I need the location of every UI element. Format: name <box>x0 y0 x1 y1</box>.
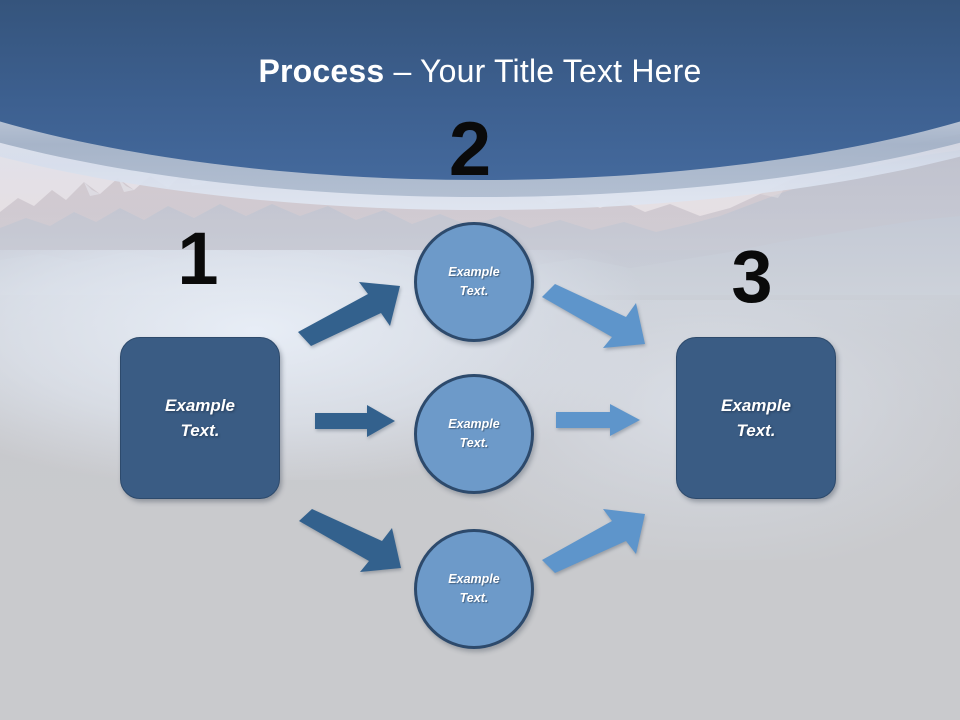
slide-title: Process – Your Title Text Here <box>0 52 960 90</box>
process-box-end[interactable]: Example Text. <box>676 337 836 499</box>
process-circle-bottom[interactable]: Example Text. <box>414 529 534 649</box>
step-number-1: 1 <box>177 217 219 300</box>
process-circle-bottom-label: Example Text. <box>448 572 500 605</box>
process-circle-middle[interactable]: Example Text. <box>414 374 534 494</box>
slide-title-rest: – Your Title Text Here <box>384 53 702 89</box>
process-box-start[interactable]: Example Text. <box>120 337 280 499</box>
process-circle-top[interactable]: Example Text. <box>414 222 534 342</box>
process-circle-top-label: Example Text. <box>448 265 500 298</box>
header-banner <box>0 0 960 180</box>
process-box-end-label: Example Text. <box>721 396 791 440</box>
process-circle-middle-label: Example Text. <box>448 417 500 450</box>
process-box-start-label: Example Text. <box>165 396 235 440</box>
slide-title-bold: Process <box>258 53 385 89</box>
step-number-2: 2 <box>448 107 492 192</box>
step-number-3: 3 <box>731 235 773 318</box>
